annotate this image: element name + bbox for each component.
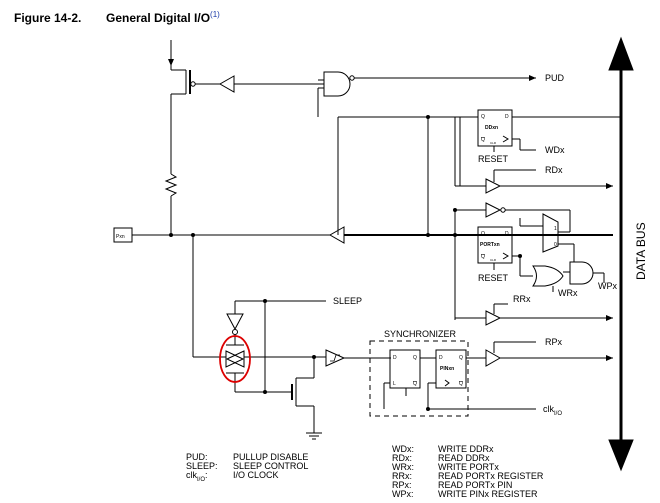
nand-output-bubble — [349, 75, 355, 81]
legend-right-desc-2: WRITE PORTx — [438, 462, 499, 472]
legend-right-abbr-2: WRx: — [392, 462, 414, 472]
pxn-pin-box — [113, 227, 133, 243]
clk-sub: I/O — [554, 411, 562, 417]
port-flipflop — [477, 226, 513, 264]
sync-q2bar-label: Q — [459, 381, 463, 387]
rdx-label: RDx — [545, 165, 563, 175]
pud-label: PUD — [545, 73, 565, 83]
port-q-label: Q — [481, 231, 485, 237]
ddr-flipflop — [477, 109, 513, 147]
ddr-name-label: DDxn — [485, 125, 498, 131]
legend-clk: clk — [186, 470, 197, 480]
sync-l-label: L — [393, 381, 396, 387]
port-d-label: D — [505, 231, 509, 237]
pxn-label: Pxn — [116, 234, 125, 240]
synchronizer-label: SYNCHRONIZER — [384, 329, 457, 339]
sync-q1-label: Q — [413, 355, 417, 361]
pulldown-transistor — [265, 357, 315, 433]
port-feedback-inverter — [485, 202, 502, 218]
legend-right-desc-1: READ DDRx — [438, 453, 490, 463]
ddr-clr-label: CLR — [490, 141, 497, 145]
legend-right-desc-5: WRITE PINx REGISTER — [438, 489, 538, 499]
port-name-label: PORTxn — [480, 242, 500, 248]
legend-left-desc-2: I/O CLOCK — [233, 470, 279, 480]
wdx-label: WDx — [545, 145, 565, 155]
legend-right-abbr-3: RRx: — [392, 471, 412, 481]
port-mux — [542, 213, 559, 253]
schmitt-trigger — [325, 349, 346, 367]
wpx-label: WPx — [598, 281, 617, 291]
sleep-inverter — [226, 313, 244, 331]
pullup-nand-gate — [323, 71, 351, 97]
figure-number: Figure 14-2. — [14, 11, 82, 25]
sync-latch — [389, 349, 421, 389]
pullup-transistor — [168, 40, 191, 174]
reset-label-2: RESET — [478, 273, 509, 283]
pin-flipflop — [435, 349, 467, 389]
sleep-label: SLEEP — [333, 296, 362, 306]
legend-right-abbr-0: WDx: — [392, 444, 414, 454]
legend-right-desc-3: READ PORTx REGISTER — [438, 471, 544, 481]
output-driver-buffer — [328, 226, 345, 244]
rrx-buffer — [485, 310, 502, 326]
rpx-label: RPx — [545, 337, 563, 347]
reset-label-1: RESET — [478, 154, 509, 164]
highlight-circle — [219, 335, 251, 383]
synchronizer-block — [369, 340, 469, 417]
pullup-gate-bubble — [190, 81, 196, 87]
legend-left-abbr-0: PUD: — [186, 452, 208, 462]
sync-q1bar-label: Q — [413, 381, 417, 387]
figure-title: Figure 14-2. General Digital I/O(1) — [14, 10, 220, 25]
ddr-q-label: Q — [481, 114, 485, 120]
mux-1-label: 1 — [554, 226, 557, 232]
sync-q2-label: Q — [459, 355, 463, 361]
rdx-buffer — [485, 178, 502, 194]
wpx-and-gate — [569, 261, 594, 285]
sync-d1-label: D — [393, 355, 397, 361]
footnote-ref: (1) — [210, 10, 220, 19]
port-clr-label: CLR — [490, 258, 497, 262]
legend-right: WDx: WRITE DDRx RDx: READ DDRx WRx: WRIT… — [392, 444, 544, 499]
legend-left-abbr-1: SLEEP: — [186, 461, 218, 471]
port-qbar-label: Q — [481, 254, 485, 260]
rpx-buffer — [485, 349, 502, 367]
data-bus-label: DATA BUS — [634, 222, 648, 280]
legend-left-abbr-2: clkI/O: — [186, 470, 208, 483]
legend-clk-suffix: : — [205, 470, 208, 480]
legend-right-abbr-4: RPx: — [392, 480, 412, 490]
ddr-qbar-label: Q — [481, 137, 485, 143]
wrx-label: WRx — [558, 288, 578, 298]
junction-dots — [169, 115, 522, 411]
ddr-d-label: D — [505, 114, 509, 120]
legend-left-desc-0: PULLUP DISABLE — [233, 452, 308, 462]
pin-name-label: PINxn — [440, 366, 454, 372]
mux-0-label: 0 — [554, 242, 557, 248]
legend-right-desc-0: WRITE DDRx — [438, 444, 494, 454]
pullup-resistor — [164, 173, 178, 197]
legend-left-desc-1: SLEEP CONTROL — [233, 461, 308, 471]
legend-right-abbr-1: RDx: — [392, 453, 412, 463]
figure-caption: General Digital I/O — [106, 11, 211, 25]
legend-right-abbr-5: WPx: — [392, 489, 414, 499]
ground-symbol — [306, 432, 322, 440]
sync-d2-label: D — [439, 355, 443, 361]
legend-left: PUD: PULLUP DISABLE SLEEP: SLEEP CONTROL… — [186, 452, 308, 483]
data-bus — [608, 36, 634, 472]
legend-clk-sub: I/O — [197, 477, 205, 483]
transmission-gate — [225, 344, 245, 374]
rrx-label: RRx — [513, 294, 531, 304]
wrx-or-gate — [532, 265, 564, 287]
pullup-inverter — [218, 75, 324, 93]
legend-right-desc-4: READ PORTx PIN — [438, 480, 512, 490]
clk-label: clkI/O — [543, 404, 562, 417]
clk-main: clk — [543, 404, 554, 414]
